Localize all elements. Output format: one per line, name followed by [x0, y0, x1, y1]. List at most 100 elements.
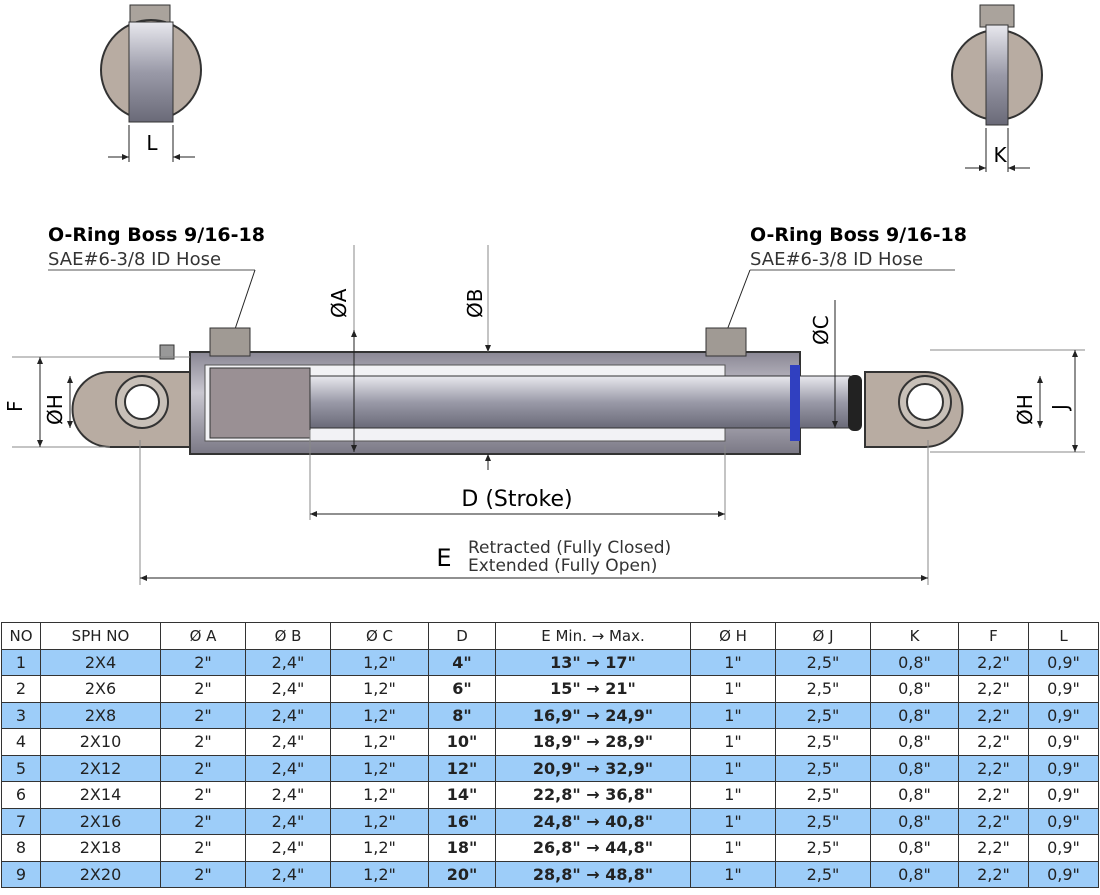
table-cell: 1": [690, 728, 776, 756]
table-cell: 1": [690, 807, 776, 835]
table-cell: 5: [1, 754, 41, 782]
table-cell: 0,9": [1028, 860, 1099, 888]
table-cell: 2X16: [40, 807, 161, 835]
table-cell: 22,8" → 36,8": [495, 781, 691, 809]
dimension-lines: [12, 245, 1085, 585]
column-header: E Min. → Max.: [495, 622, 691, 650]
table-cell: 2,2": [958, 781, 1029, 809]
table-cell: 2,4": [245, 781, 331, 809]
table-cell: 1,2": [330, 807, 429, 835]
table-cell: 2,5": [775, 807, 871, 835]
table-cell: 2: [1, 675, 41, 703]
table-cell: 2X14: [40, 781, 161, 809]
table-cell: 1": [690, 675, 776, 703]
table-cell: 2": [160, 728, 246, 756]
table-cell: 0,8": [870, 834, 959, 862]
table-cell: 2,4": [245, 860, 331, 888]
table-cell: 1,2": [330, 675, 429, 703]
right-port-title: O-Ring Boss 9/16-18: [750, 224, 967, 246]
table-cell: 2": [160, 807, 246, 835]
table-cell: 1,2": [330, 648, 429, 676]
table-cell: 4: [1, 728, 41, 756]
table-cell: 1,2": [330, 860, 429, 888]
table-cell: 1": [690, 781, 776, 809]
table-cell: 0,8": [870, 807, 959, 835]
table-cell: 2,4": [245, 728, 331, 756]
table-cell: 2X12: [40, 754, 161, 782]
table-cell: 0,9": [1028, 754, 1099, 782]
table-cell: 1,2": [330, 701, 429, 729]
table-cell: 7: [1, 807, 41, 835]
table-cell: 24,8" → 40,8": [495, 807, 691, 835]
table-cell: 13" → 17": [495, 648, 691, 676]
table-cell: 0,9": [1028, 781, 1099, 809]
dim-e-label: E: [436, 544, 451, 572]
table-cell: 0,9": [1028, 728, 1099, 756]
table-cell: 2,2": [958, 648, 1029, 676]
table-cell: 1,2": [330, 728, 429, 756]
table-cell: 12": [428, 754, 496, 782]
table-cell: 2,4": [245, 807, 331, 835]
table-cell: 3: [1, 701, 41, 729]
table-cell: 2,4": [245, 675, 331, 703]
table-cell: 0,9": [1028, 675, 1099, 703]
table-cell: 2,2": [958, 701, 1029, 729]
table-cell: 1,2": [330, 834, 429, 862]
table-cell: 2X20: [40, 860, 161, 888]
table-cell: 2,2": [958, 754, 1029, 782]
table-cell: 1": [690, 754, 776, 782]
column-header: L: [1028, 622, 1099, 650]
dim-b-label: ØB: [463, 289, 487, 318]
table-cell: 1": [690, 701, 776, 729]
table-cell: 2,2": [958, 834, 1029, 862]
table-cell: 16": [428, 807, 496, 835]
table-cell: 8": [428, 701, 496, 729]
right-end-view: K: [951, 4, 1043, 172]
column-header: Ø A: [160, 622, 246, 650]
table-cell: 0,9": [1028, 834, 1099, 862]
table-cell: 0,9": [1028, 701, 1099, 729]
dim-k-label: K: [993, 143, 1007, 167]
column-header: NO: [1, 622, 41, 650]
table-cell: 0,8": [870, 675, 959, 703]
table-cell: 6: [1, 781, 41, 809]
cylinder-drawing: L K O-Ring Boss 9/16-18 SAE#6-3/8 ID Hos…: [3, 4, 1085, 585]
table-cell: 2": [160, 781, 246, 809]
table-cell: 2": [160, 860, 246, 888]
table-cell: 2": [160, 648, 246, 676]
table-cell: 1": [690, 834, 776, 862]
table-cell: 2,5": [775, 648, 871, 676]
dim-j-label: J: [1048, 404, 1072, 412]
table-cell: 2,5": [775, 675, 871, 703]
dim-c-label: ØC: [809, 315, 833, 345]
table-cell: 4": [428, 648, 496, 676]
table-cell: 2,2": [958, 860, 1029, 888]
table-cell: 10": [428, 728, 496, 756]
table-cell: 2,4": [245, 754, 331, 782]
table-cell: 0,8": [870, 860, 959, 888]
column-header: Ø C: [330, 622, 429, 650]
table-cell: 1: [1, 648, 41, 676]
table-cell: 0,8": [870, 648, 959, 676]
right-port-subtitle: SAE#6-3/8 ID Hose: [750, 249, 923, 270]
dim-d-label: D (Stroke): [461, 487, 572, 512]
table-cell: 2,2": [958, 675, 1029, 703]
dim-f-label: F: [3, 400, 27, 412]
left-end-view: L: [100, 4, 202, 162]
table-cell: 2,2": [958, 728, 1029, 756]
table-cell: 2,5": [775, 781, 871, 809]
dim-a-label: ØA: [327, 288, 351, 318]
cylinder-body: [71, 327, 964, 455]
dim-l-label: L: [146, 131, 158, 155]
table-cell: 16,9" → 24,9": [495, 701, 691, 729]
table-cell: 2,5": [775, 860, 871, 888]
table-cell: 0,8": [870, 754, 959, 782]
table-cell: 18,9" → 28,9": [495, 728, 691, 756]
column-header: K: [870, 622, 959, 650]
table-cell: 18": [428, 834, 496, 862]
